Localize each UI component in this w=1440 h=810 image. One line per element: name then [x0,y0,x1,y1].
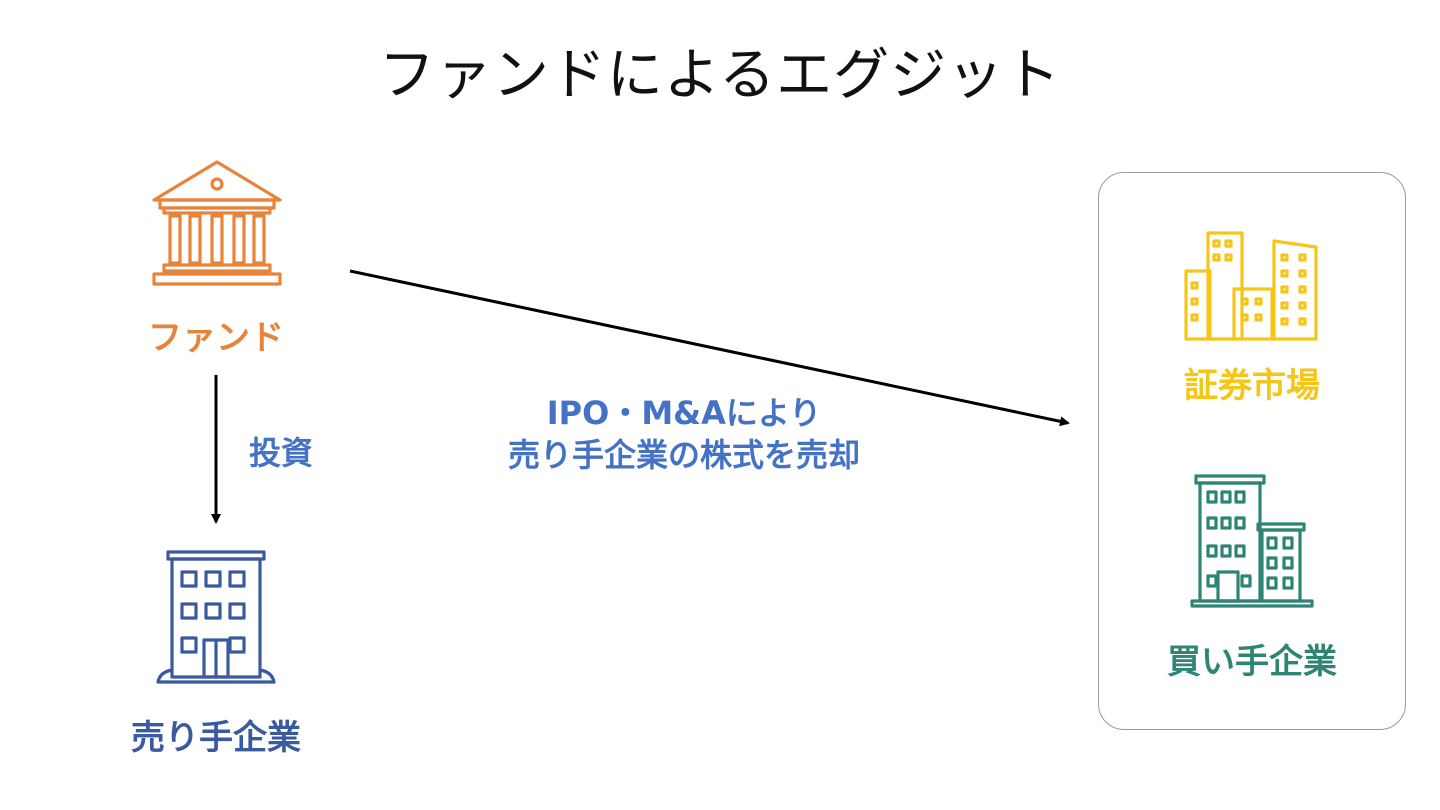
exit-label-line1: IPO・M&Aにより [546,394,822,432]
stock-market-label: 証券市場 [1184,366,1320,406]
bank-icon [152,160,282,286]
buyer-company-label: 買い手企業 [1167,642,1337,682]
page-title: ファンドによるエグジット [378,43,1062,108]
exit-label-line2: 売り手企業の株式を売却 [507,436,860,474]
office-building-icon [156,550,276,684]
exit-arrow [349,269,1070,427]
buyers-group [1098,172,1406,730]
office-building-icon [1190,474,1314,608]
city-buildings-icon [1184,231,1318,341]
seller-label: 売り手企業 [131,718,301,758]
fund-label: ファンド [148,318,284,358]
invest-label: 投資 [248,434,313,472]
